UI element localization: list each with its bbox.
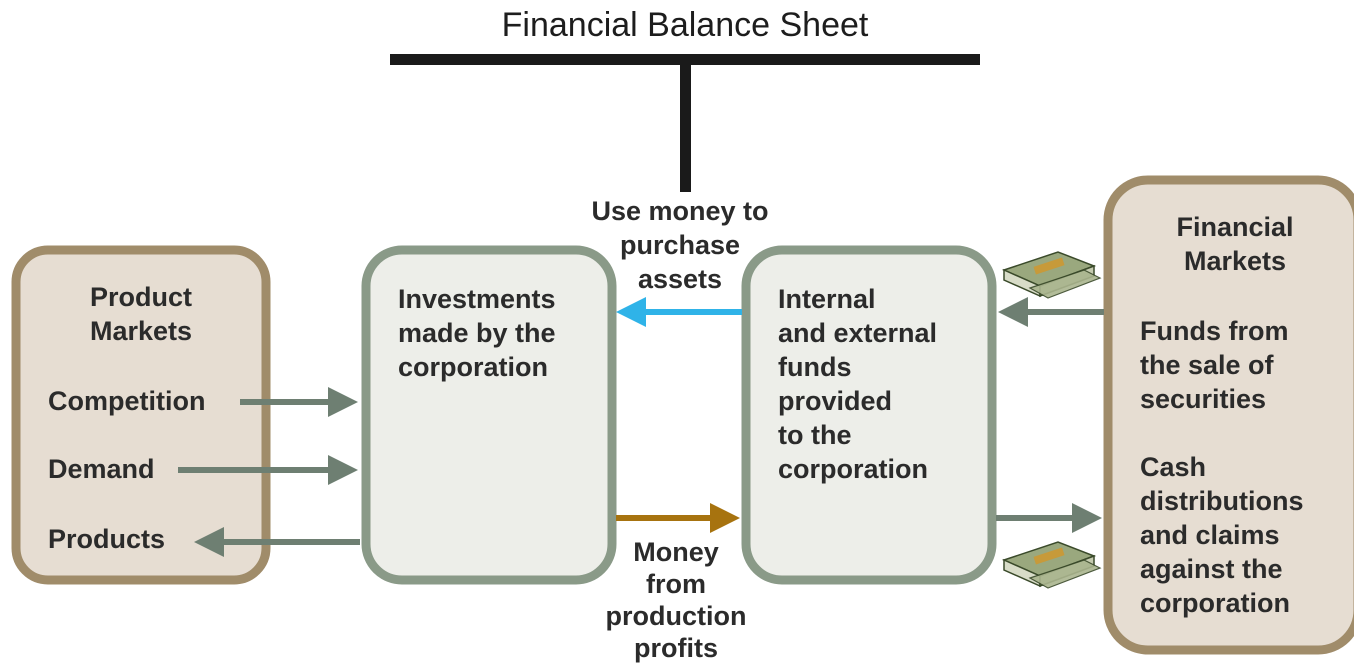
demand-label: Demand	[48, 454, 155, 484]
money-from-profits-label: Money from production profits	[605, 537, 747, 663]
page-title: Financial Balance Sheet	[501, 6, 869, 44]
balance-sheet-bar	[390, 54, 980, 65]
investments-text: Investments made by the corporation	[398, 284, 556, 382]
product-markets-heading: Product Markets	[89, 282, 193, 346]
investments-box	[361, 245, 617, 585]
products-label: Products	[48, 524, 166, 554]
competition-label: Competition	[48, 386, 206, 416]
product-markets-box	[11, 245, 271, 585]
financial-markets-box	[1103, 175, 1354, 655]
money-stack-icon	[1001, 541, 1102, 589]
funds-text: Internal and external funds provided to …	[778, 284, 938, 484]
cash-distributions-text: Cash distributions and claims against th…	[1140, 452, 1304, 618]
money-stack-icon	[1001, 251, 1102, 299]
balance-sheet-stem	[680, 60, 691, 192]
funds-from-securities-text: Funds from the sale of securities	[1140, 316, 1289, 414]
use-money-label: Use money to purchase assets	[591, 196, 769, 294]
financial-markets-heading: Financial Markets	[1176, 212, 1294, 276]
funds-box	[741, 245, 997, 585]
